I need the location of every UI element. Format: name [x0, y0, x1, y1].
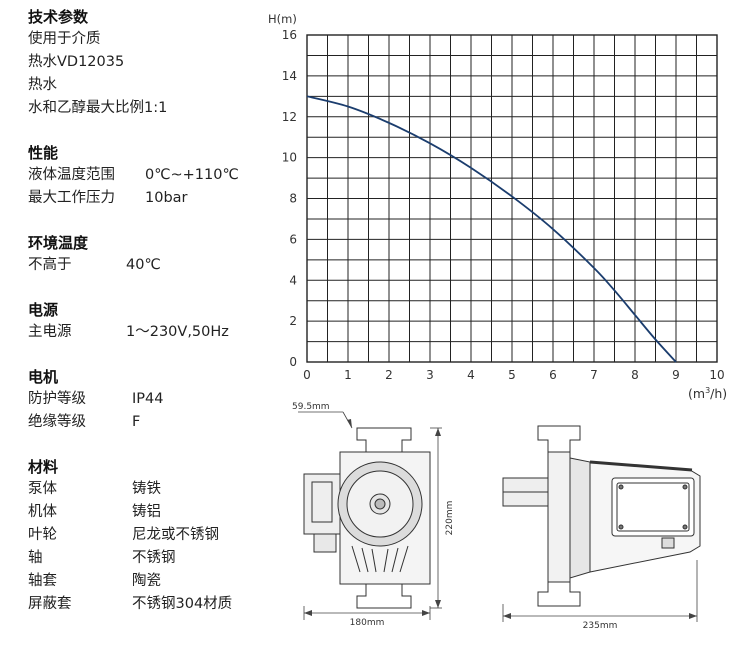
spec-key: 轴套 — [28, 573, 57, 589]
spec-key: 不高于 — [28, 257, 72, 273]
spec-value: IP44 — [132, 391, 164, 407]
spec-value: 不锈钢 — [132, 550, 176, 566]
y-tick-label: 4 — [289, 273, 297, 287]
spec-key: 轴 — [28, 550, 43, 566]
spec-key: 主电源 — [28, 324, 72, 340]
spec-row: 液体温度范围 0℃~+110℃ — [28, 164, 290, 187]
power-section: 电源 主电源 1～230V,50Hz — [28, 299, 290, 344]
y-tick-labels: 0 2 4 6 8 10 12 14 16 — [282, 28, 297, 369]
x-tick-label: 4 — [467, 368, 475, 382]
plot-frame — [306, 34, 718, 363]
spec-value: 10bar — [145, 190, 188, 206]
spec-value: 0℃~+110℃ — [145, 167, 239, 183]
spec-key: 机体 — [28, 504, 57, 520]
material-title: 材料 — [28, 458, 59, 476]
spec-key: 防护等级 — [28, 391, 86, 407]
environment-section: 环境温度 不高于 40℃ — [28, 232, 290, 277]
spec-row: 防护等级 IP44 — [28, 388, 290, 411]
x-tick-label: 5 — [508, 368, 516, 382]
power-title: 电源 — [28, 301, 59, 319]
spec-row: 轴套 陶瓷 — [28, 570, 290, 593]
motor-title: 电机 — [28, 368, 59, 386]
performance-title: 性能 — [28, 144, 59, 162]
x-tick-label: 0 — [303, 368, 311, 382]
tech-title: 技术参数 — [28, 8, 89, 26]
top-dimension-label: 59.5mm — [292, 402, 330, 412]
x-tick-label: 6 — [549, 368, 557, 382]
spec-value: 铸铝 — [132, 504, 161, 520]
y-tick-label: 16 — [282, 28, 297, 42]
x-tick-label: 3 — [426, 368, 434, 382]
spec-key: 叶轮 — [28, 527, 57, 543]
front-width-label: 180mm — [350, 618, 385, 628]
material-section: 材料 泵体 铸铁 机体 铸铝 叶轮 尼龙或不锈钢 轴 不锈钢 轴套 陶瓷 屏蔽套 不锈钢30… — [28, 456, 290, 616]
side-view — [502, 425, 701, 607]
spec-value: 不锈钢304材质 — [132, 596, 233, 612]
spec-panel: 技术参数 使用于介质 热水VD12035 热水 水和乙醇最大比例1:1 性能 液… — [28, 6, 290, 616]
tech-line: 热水VD12035 — [28, 54, 125, 70]
x-axis-label: (m3/h) — [688, 386, 727, 400]
spec-value: 40℃ — [126, 257, 161, 273]
front-view — [303, 427, 431, 609]
y-tick-label: 8 — [289, 192, 297, 206]
spec-key: 绝缘等级 — [28, 414, 86, 430]
tech-line: 使用于介质 — [28, 31, 101, 47]
spec-row: 主电源 1～230V,50Hz — [28, 321, 290, 344]
spec-value: 1～230V,50Hz — [126, 324, 229, 340]
x-tick-label: 8 — [631, 368, 639, 382]
spec-value: F — [132, 414, 141, 430]
spec-key: 屏蔽套 — [28, 596, 72, 612]
y-tick-label: 14 — [282, 69, 297, 83]
x-tick-label: 7 — [590, 368, 598, 382]
spec-value: 陶瓷 — [132, 573, 161, 589]
side-width-label: 235mm — [583, 621, 618, 631]
spec-value: 铸铁 — [132, 481, 161, 497]
spec-row: 叶轮 尼龙或不锈钢 — [28, 524, 290, 547]
pump-curve-line — [306, 95, 677, 363]
spec-row: 轴 不锈钢 — [28, 547, 290, 570]
y-tick-label: 10 — [282, 151, 297, 165]
spec-row: 绝缘等级 F — [28, 411, 290, 434]
x-tick-label: 2 — [385, 368, 393, 382]
x-tick-labels: 0 1 2 3 4 5 6 7 8 9 10 — [303, 368, 724, 382]
spec-row: 泵体 铸铁 — [28, 478, 290, 501]
side-dimensions — [502, 560, 698, 622]
environment-title: 环境温度 — [28, 234, 89, 252]
spec-key: 泵体 — [28, 481, 57, 497]
performance-section: 性能 液体温度范围 0℃~+110℃ 最大工作压力 10bar — [28, 142, 290, 210]
y-tick-label: 0 — [289, 355, 297, 369]
y-tick-label: 12 — [282, 110, 297, 124]
front-dimensions — [298, 411, 442, 620]
tech-section: 技术参数 使用于介质 热水VD12035 热水 水和乙醇最大比例1:1 — [28, 6, 290, 120]
x-tick-label: 1 — [344, 368, 352, 382]
spec-value: 尼龙或不锈钢 — [132, 527, 219, 543]
x-tick-label: 10 — [709, 368, 724, 382]
y-axis-label: H(m) — [268, 12, 297, 26]
spec-row: 机体 铸铝 — [28, 501, 290, 524]
spec-row: 最大工作压力 10bar — [28, 187, 290, 210]
motor-section: 电机 防护等级 IP44 绝缘等级 F — [28, 366, 290, 434]
y-tick-label: 2 — [289, 314, 297, 328]
spec-key: 最大工作压力 — [28, 190, 115, 206]
tech-line: 热水 — [28, 77, 57, 93]
y-tick-label: 6 — [289, 232, 297, 246]
spec-row: 屏蔽套 不锈钢304材质 — [28, 593, 290, 616]
tech-line: 水和乙醇最大比例1:1 — [28, 100, 168, 116]
spec-key: 液体温度范围 — [28, 167, 115, 183]
spec-row: 不高于 40℃ — [28, 254, 290, 277]
x-tick-label: 9 — [672, 368, 680, 382]
height-dimension-label: 220mm — [445, 501, 455, 536]
